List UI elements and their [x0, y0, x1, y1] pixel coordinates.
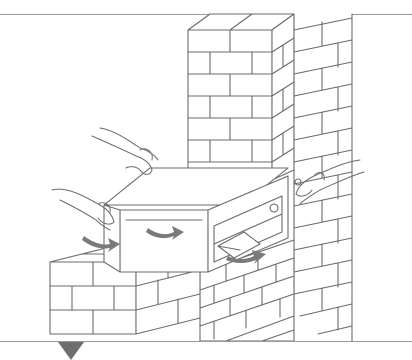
hand-left — [51, 188, 115, 231]
bottom-divider — [0, 341, 412, 342]
brick-wall-right — [240, 13, 353, 342]
hand-top — [91, 127, 159, 175]
top-divider — [0, 14, 412, 15]
curved-arrow-icon — [82, 236, 120, 252]
motion-arrows — [82, 226, 266, 264]
mailbox-body — [103, 167, 302, 273]
brick-pillar — [187, 13, 295, 181]
curved-arrow-icon — [226, 250, 266, 264]
curved-arrow-icon — [146, 226, 184, 240]
hand-right — [295, 159, 365, 205]
triangle-down-icon — [58, 342, 84, 360]
